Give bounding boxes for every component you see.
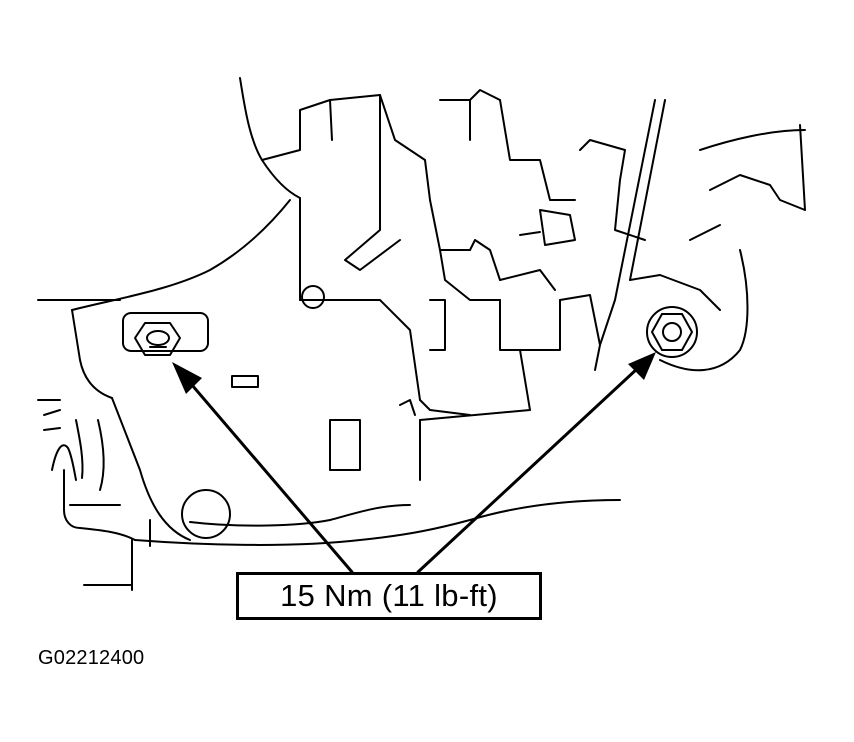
housing-outline: [37, 77, 621, 591]
bracket-body: [299, 89, 576, 481]
bolt-icon: [134, 322, 181, 356]
torque-value: 15 Nm (11 lb-ft): [280, 578, 498, 613]
leader-arrows: [172, 352, 656, 574]
torque-callout: 15 Nm (11 lb-ft): [236, 572, 542, 620]
detail-features: [37, 285, 325, 539]
left-bolt: [122, 312, 209, 356]
right-bolt: [646, 306, 698, 358]
figure-id: G02212400: [38, 647, 145, 669]
bolt-icon: [651, 313, 693, 351]
frame-rails: [559, 99, 806, 372]
